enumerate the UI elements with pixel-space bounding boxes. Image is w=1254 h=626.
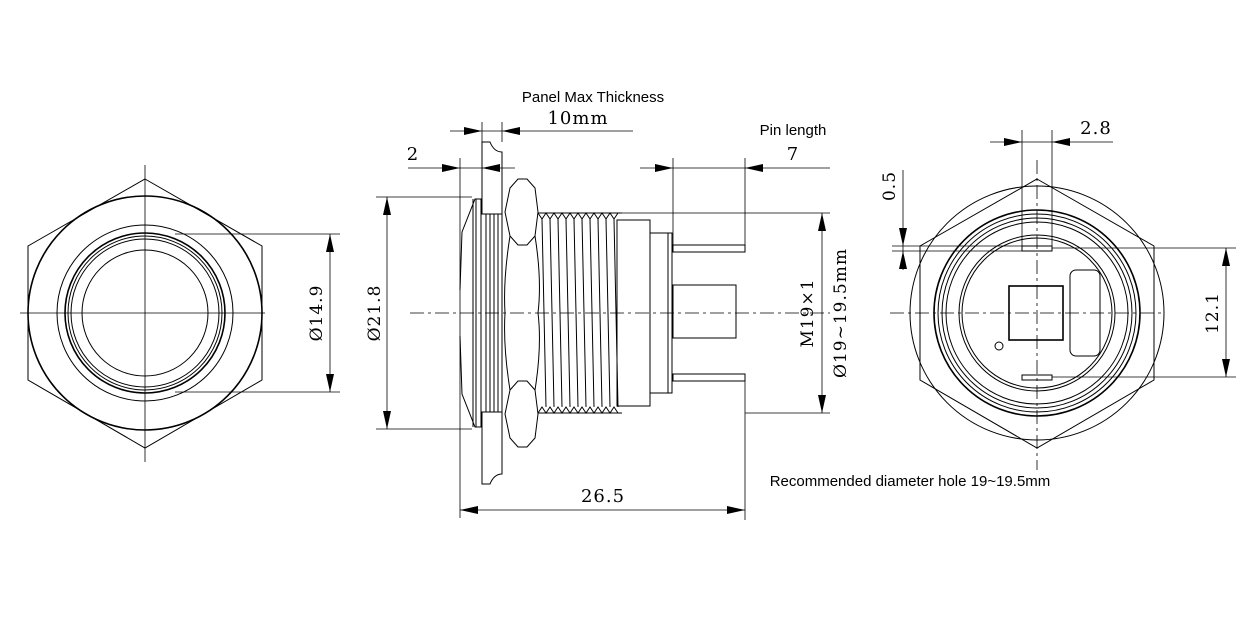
terminal-top bbox=[1021, 245, 1053, 252]
bezel-profile bbox=[459, 198, 482, 428]
thread-line bbox=[581, 218, 587, 408]
thread-line bbox=[557, 218, 563, 408]
dimension-terminal-width: 2.8 bbox=[990, 118, 1113, 246]
bezel-ring bbox=[56, 224, 234, 402]
rear-thread-circle bbox=[933, 209, 1141, 417]
dimension-thread: M19×1 Ø19~19.5mm bbox=[622, 212, 851, 520]
thread-line bbox=[597, 218, 603, 408]
led-marker-dot bbox=[994, 341, 1004, 351]
thread-diameter-label: Ø19~19.5mm bbox=[831, 248, 851, 378]
rear-body-circle bbox=[958, 234, 1116, 392]
actuator-stem bbox=[672, 284, 737, 339]
inner-diameter-label: Ø14.9 bbox=[307, 285, 327, 342]
panel-thickness-value: 10mm bbox=[547, 108, 608, 129]
recommended-hole-note: Recommended diameter hole 19~19.5mm bbox=[770, 473, 1051, 490]
dimension-inner-diameter: Ø14.9 bbox=[175, 233, 340, 393]
dimension-terminal-thickness: 0.5 bbox=[880, 170, 1022, 270]
rear-cap bbox=[649, 232, 673, 394]
dimension-bezel-offset: 2 bbox=[407, 144, 515, 518]
nut-bottom-lobe bbox=[504, 380, 539, 448]
side-view bbox=[410, 141, 830, 485]
panel-section-top bbox=[481, 141, 503, 215]
dimension-total-length: 26.5 bbox=[460, 486, 745, 514]
thread-crest-top bbox=[537, 212, 619, 220]
thread-line bbox=[573, 218, 579, 408]
terminal-width-label: 2.8 bbox=[1080, 118, 1112, 139]
rear-outer-circle bbox=[909, 185, 1165, 441]
thread-line bbox=[541, 218, 547, 408]
front-view bbox=[20, 165, 265, 462]
dimension-pin-length: Pin length 7 bbox=[640, 122, 830, 245]
dimension-panel-thickness: Panel Max Thickness 10mm bbox=[450, 89, 664, 142]
lens-ring-outer bbox=[64, 232, 226, 394]
hex-nut-outline bbox=[27, 178, 263, 449]
panel-max-thickness-label: Panel Max Thickness bbox=[522, 89, 664, 106]
lens-ring-inner bbox=[70, 238, 220, 388]
bezel-offset-label: 2 bbox=[407, 144, 419, 165]
lens-ring-mid bbox=[67, 235, 223, 391]
terminal-bottom bbox=[1021, 374, 1053, 381]
terminal-thickness-label: 0.5 bbox=[880, 171, 900, 201]
terminal-spacing-label: 12.1 bbox=[1203, 292, 1223, 334]
total-length-label: 26.5 bbox=[581, 486, 625, 507]
thread-spec-label: M19×1 bbox=[798, 278, 818, 347]
label-slot bbox=[1069, 269, 1101, 357]
thread-line bbox=[549, 218, 555, 408]
actuator-square bbox=[1008, 285, 1064, 341]
pin-top bbox=[672, 244, 746, 253]
thread-line bbox=[605, 218, 611, 408]
dimension-terminal-spacing: 12.1 bbox=[1052, 247, 1236, 378]
nut-top-lobe bbox=[504, 178, 539, 246]
outer-diameter-label: Ø21.8 bbox=[365, 285, 385, 342]
dimension-outer-diameter: Ø21.8 bbox=[365, 196, 472, 430]
rear-view bbox=[890, 160, 1165, 470]
lens-center-circle bbox=[81, 249, 209, 377]
thread-crest-bottom bbox=[537, 406, 619, 414]
pin-bottom bbox=[672, 373, 746, 382]
pin-length-label: Pin length bbox=[760, 122, 827, 139]
pin-length-value: 7 bbox=[787, 144, 799, 165]
panel-section-bottom bbox=[481, 411, 503, 485]
thread-line bbox=[589, 218, 595, 408]
thread-line bbox=[565, 218, 571, 408]
bezel-outer-circle bbox=[27, 195, 263, 431]
